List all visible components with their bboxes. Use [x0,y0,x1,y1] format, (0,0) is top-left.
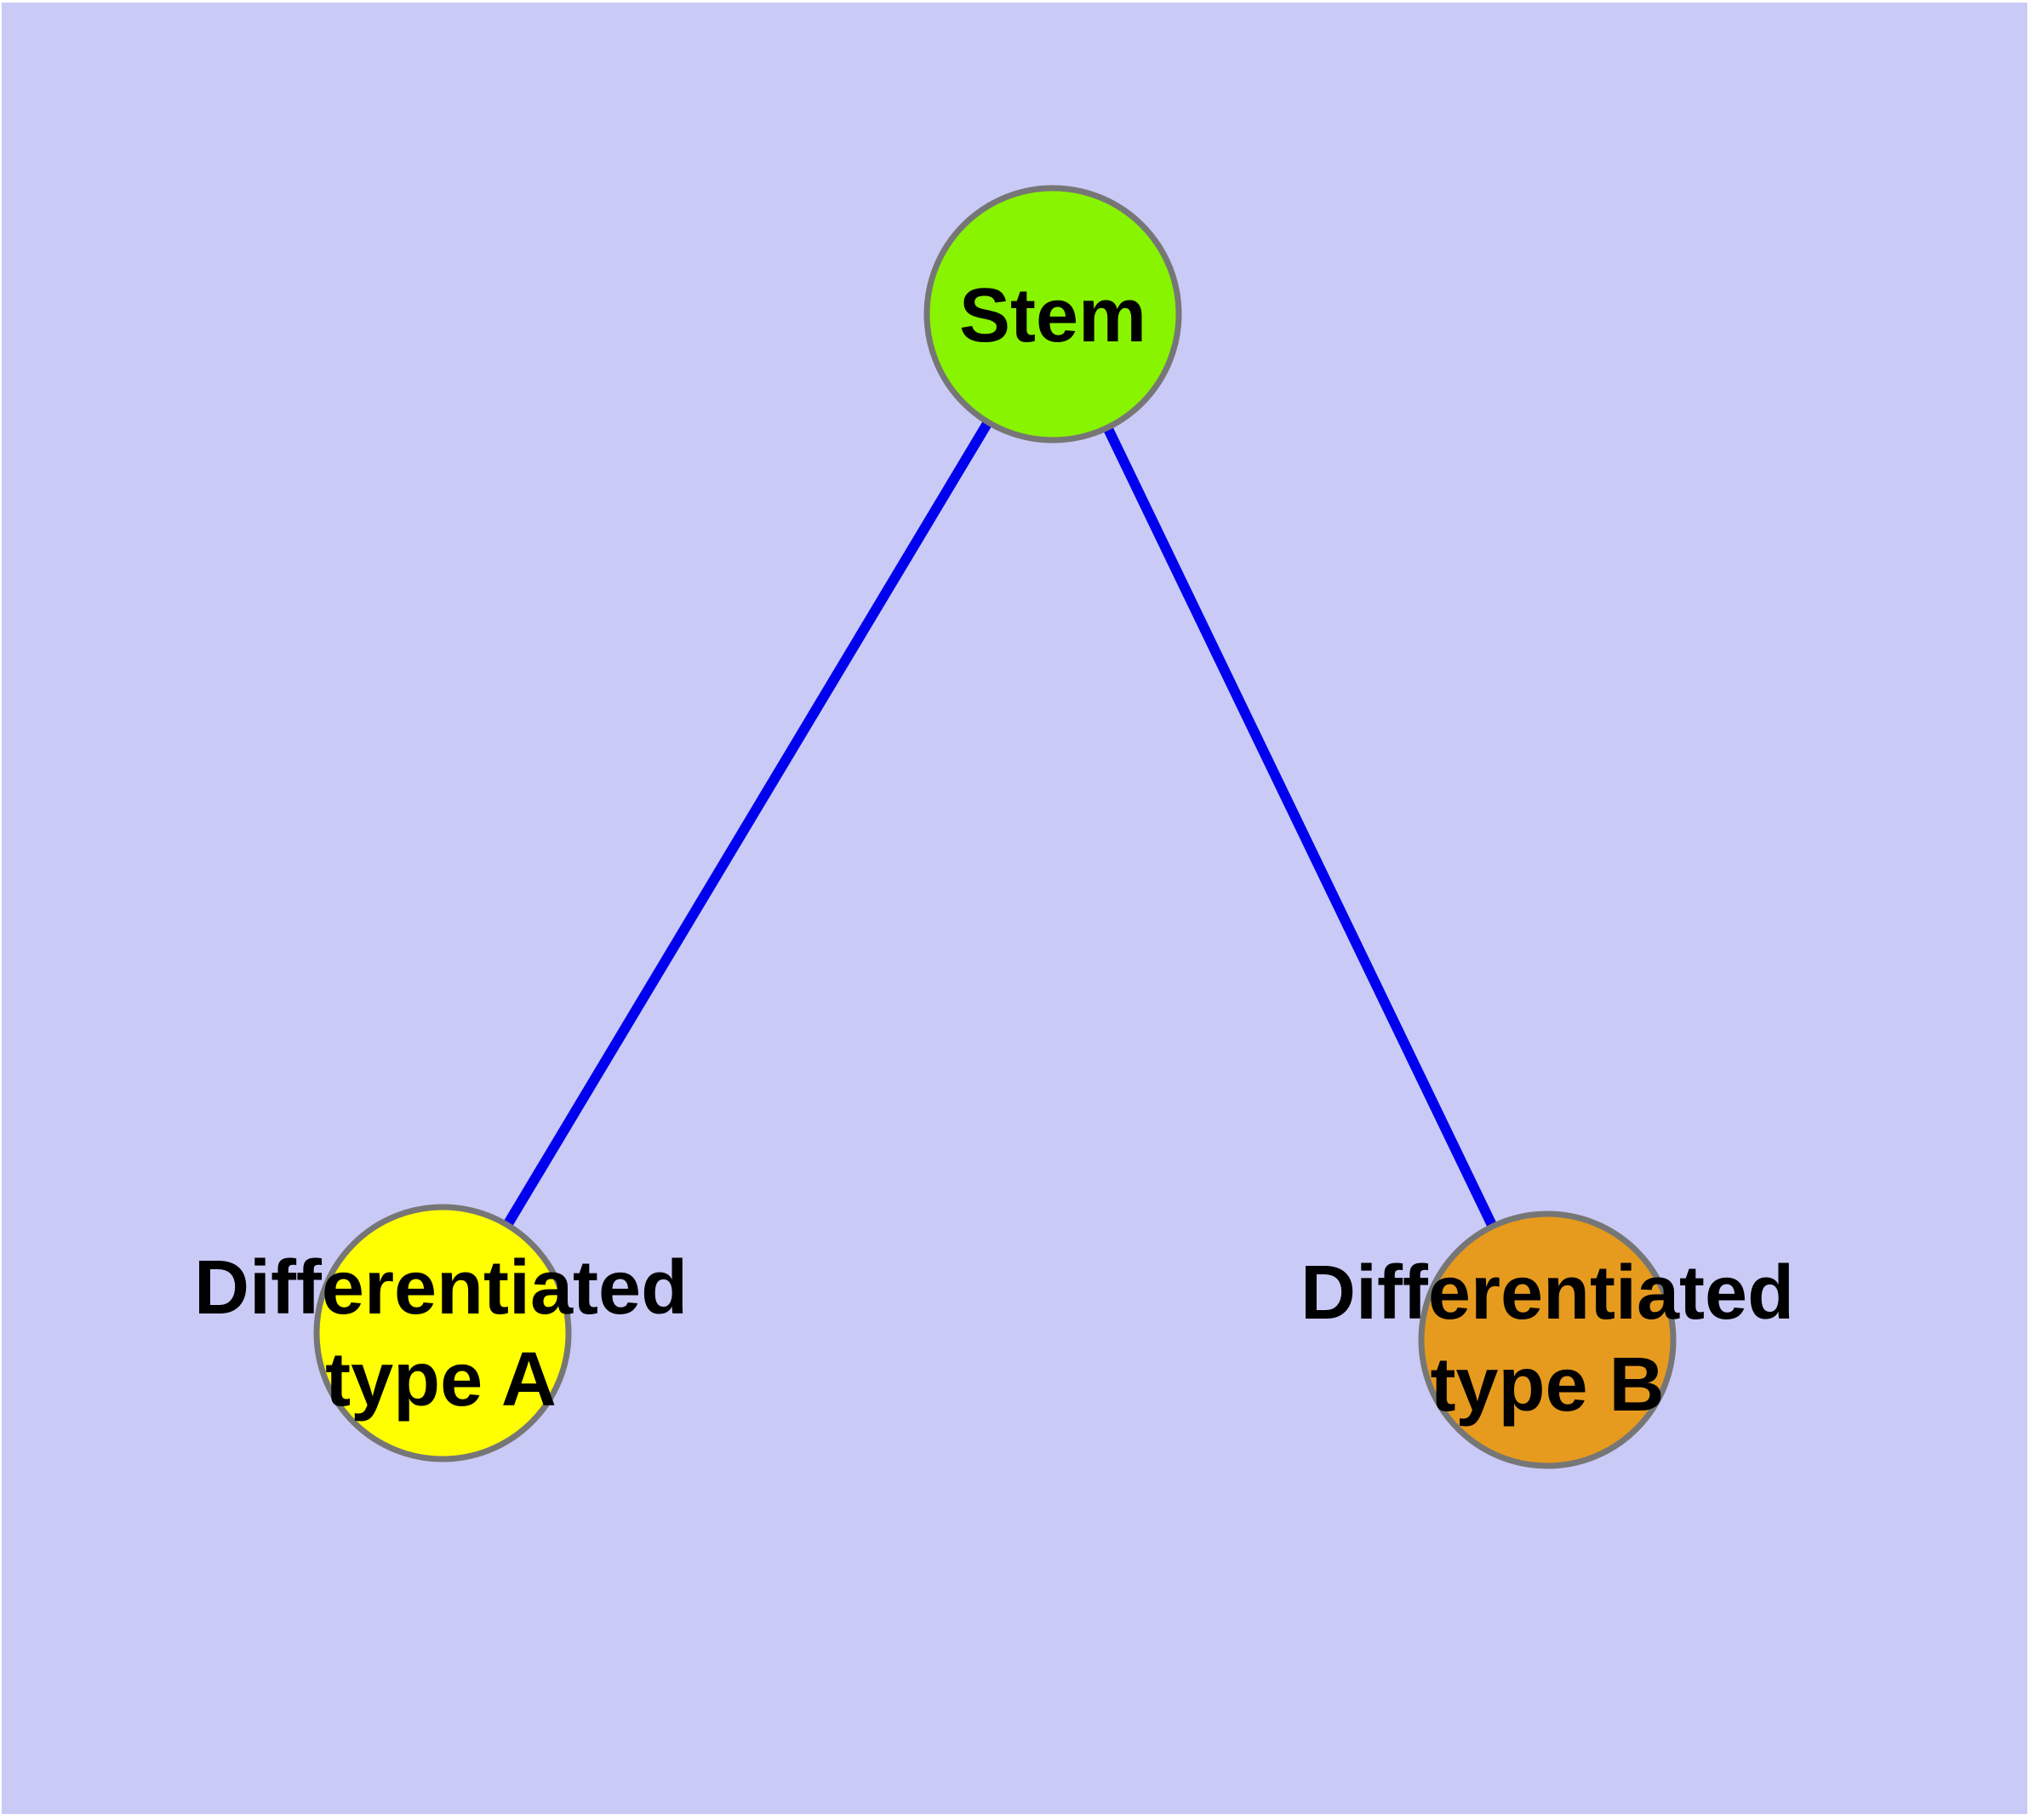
node-stem-circle [923,185,1182,444]
node-stem-label-text: Stem [958,273,1147,358]
node-differentiated-type-a-circle [313,1204,572,1462]
node-differentiated-type-a-label: Differentiated type A [194,1242,688,1426]
node-differentiated-type-a-label-line1: Differentiated [193,1245,689,1331]
edge-stem-to-type-a [437,311,1058,1336]
node-stem-label: Stem [959,270,1146,362]
node-differentiated-type-b-label-line2: type B [1430,1342,1665,1428]
node-differentiated-type-b-circle [1418,1210,1677,1469]
node-differentiated-type-b-label-line1: Differentiated [1300,1251,1795,1336]
edge-stem-to-type-b [1048,312,1552,1342]
node-differentiated-type-a-label-line2: type A [325,1337,557,1422]
node-differentiated-type-b-label: Differentiated type B [1300,1247,1794,1431]
